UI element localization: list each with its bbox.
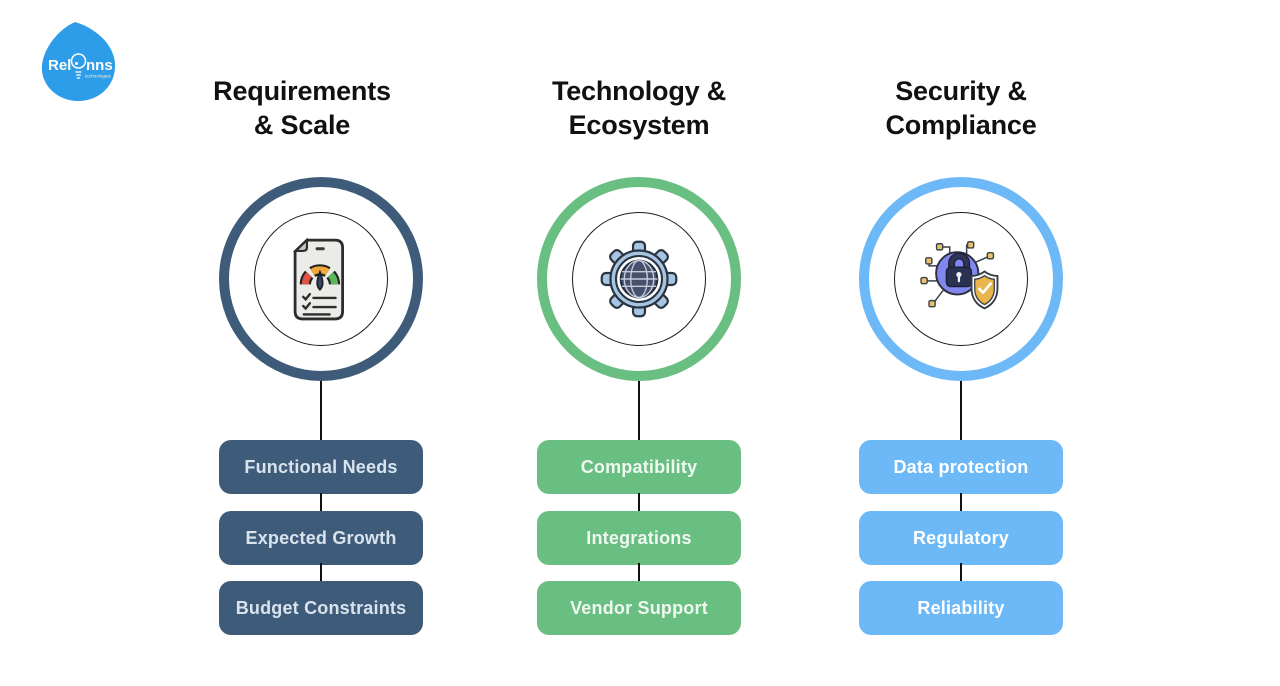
column-title-line2: & Scale <box>253 110 351 140</box>
connector-line <box>319 381 323 440</box>
column-title-line1: Security & <box>895 76 1027 106</box>
connector-line <box>959 563 963 581</box>
icon-circle <box>859 177 1063 381</box>
connector-line <box>637 493 641 511</box>
column-title-line2: Ecosystem <box>568 110 710 140</box>
column-title-line1: Technology & <box>551 76 727 106</box>
icon-inner-circle <box>894 212 1028 346</box>
icon-inner-circle <box>254 212 388 346</box>
pill-expected-growth: Expected Growth <box>219 511 423 565</box>
logo-subtitle: technologies <box>85 74 111 79</box>
column-title: Requirements & Scale <box>213 74 391 142</box>
logo-text-left: Rel <box>48 57 71 74</box>
pill-regulatory: Regulatory <box>859 511 1063 565</box>
column-title: Security & Compliance <box>885 74 1036 142</box>
connector-line <box>959 381 963 440</box>
relinns-logo: Rel nns technologies <box>37 19 119 107</box>
connector-line <box>959 493 963 511</box>
shield-lock-icon <box>920 241 999 310</box>
pill-integrations: Integrations <box>537 511 741 565</box>
pill-data-protection: Data protection <box>859 440 1063 494</box>
connector-line <box>637 381 641 440</box>
lightbulb-icon <box>70 53 87 79</box>
logo-text-right: nns <box>86 57 113 74</box>
pill-budget-constraints: Budget Constraints <box>219 581 423 635</box>
icon-circle <box>219 177 423 381</box>
pill-compatibility: Compatibility <box>537 440 741 494</box>
column-requirements-scale: Requirements & Scale <box>181 0 461 686</box>
column-title-line2: Compliance <box>885 110 1037 140</box>
column-title: Technology & Ecosystem <box>552 74 726 142</box>
connector-line <box>319 563 323 581</box>
logo-blob: Rel nns technologies <box>41 22 116 102</box>
column-security-compliance: Security & Compliance <box>821 0 1101 686</box>
gear-globe-icon <box>600 240 678 318</box>
gauge-report-icon <box>292 237 345 321</box>
connector-line <box>637 563 641 581</box>
connector-line <box>319 493 323 511</box>
icon-circle <box>537 177 741 381</box>
pill-reliability: Reliability <box>859 581 1063 635</box>
column-title-line1: Requirements <box>213 76 391 106</box>
pill-functional-needs: Functional Needs <box>219 440 423 494</box>
column-technology-ecosystem: Technology & Ecosystem <box>499 0 779 686</box>
pill-vendor-support: Vendor Support <box>537 581 741 635</box>
icon-inner-circle <box>572 212 706 346</box>
